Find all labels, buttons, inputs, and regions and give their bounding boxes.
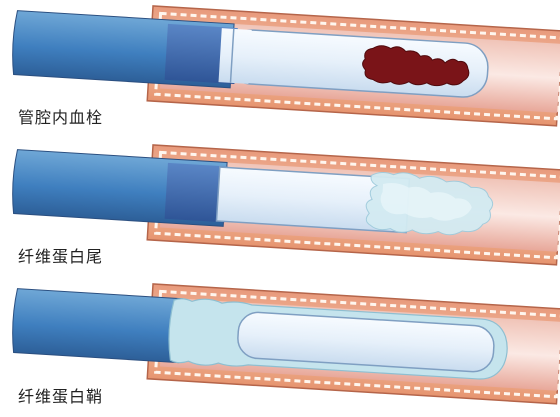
panel-intraluminal-thrombus: 管腔内血栓 (0, 0, 560, 139)
panel-caption: 纤维蛋白尾 (18, 243, 103, 267)
catheter-outer (11, 289, 182, 363)
panel-caption: 管腔内血栓 (18, 104, 103, 128)
panel-fibrin-tail: 纤维蛋白尾 (0, 139, 560, 278)
panel-fibrin-sheath: 纤维蛋白鞘 (0, 278, 560, 417)
panel-caption: 纤维蛋白鞘 (18, 383, 103, 407)
